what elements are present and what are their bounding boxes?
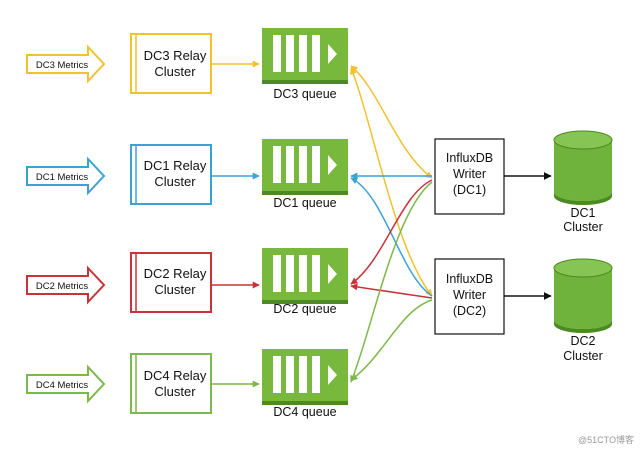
dc4-to-writer-dc2-connector — [350, 299, 433, 381]
db-dc1-cylinder-icon — [553, 130, 613, 205]
dc2-relay-cluster: DC2 Relay Cluster — [130, 252, 212, 313]
writer-dc2-line1: InfluxDB — [446, 272, 493, 286]
dc2-relay-line2: Cluster — [154, 282, 196, 297]
row-dc2: DC2 Metrics DC2 Relay Cluster DC2 queue — [26, 248, 348, 316]
db-dc2-line2: Cluster — [563, 349, 603, 363]
dc4-queue-label: DC4 queue — [273, 405, 336, 419]
watermark: @51CTO博客 — [578, 434, 634, 445]
writer-dc1-line2: Writer — [453, 167, 486, 181]
dc4-queue-icon — [262, 349, 348, 405]
dc1-relay-line1: DC1 Relay — [144, 158, 207, 173]
dc2-metrics-arrow — [26, 265, 106, 305]
dc2-queue-icon — [262, 248, 348, 304]
dc3-metrics-arrow — [26, 44, 106, 84]
dc3-to-writer-dc1-connector — [350, 65, 433, 179]
dc4-relay-line2: Cluster — [154, 384, 196, 399]
dc3-to-writer-dc2-connector — [350, 67, 433, 297]
dc4-relay-cluster: DC4 Relay Cluster — [130, 353, 212, 414]
dc4-relay-line1: DC4 Relay — [144, 368, 207, 383]
writer-dc1-line1: InfluxDB — [446, 151, 493, 165]
writer-dc2-box: InfluxDB Writer (DC2) — [434, 258, 505, 335]
writer-dc2-line3: (DC2) — [453, 304, 486, 318]
dc2-metrics-label: DC2 Metrics — [36, 281, 89, 292]
dc1-queue-label: DC1 queue — [273, 196, 336, 210]
dc1-relay-cluster: DC1 Relay Cluster — [130, 144, 212, 205]
dc3-relay-line2: Cluster — [154, 64, 196, 79]
queue-writer-connectors — [350, 65, 433, 383]
dc2-to-writer-dc2-connector — [350, 283, 433, 299]
dc2-queue-label: DC2 queue — [273, 302, 336, 316]
dc1-metrics-label: DC1 Metrics — [36, 172, 89, 183]
dc4-to-writer-dc1-connector — [350, 181, 433, 383]
writer-dc1-box: InfluxDB Writer (DC1) — [434, 138, 505, 215]
row-dc4: DC4 Metrics DC4 Relay Cluster DC4 queue — [26, 349, 348, 419]
dc3-metrics-label: DC3 Metrics — [36, 60, 89, 71]
dc3-queue-label: DC3 queue — [273, 87, 336, 101]
writer-dc1-line3: (DC1) — [453, 183, 486, 197]
dc4-metrics-arrow — [26, 364, 106, 404]
dc3-queue-icon — [262, 28, 348, 84]
db-dc1-line2: Cluster — [563, 220, 603, 234]
dc4-metrics-label: DC4 Metrics — [36, 380, 89, 391]
db-dc2-line1: DC2 — [570, 334, 595, 348]
dc1-relay-line2: Cluster — [154, 174, 196, 189]
db-dc1-line1: DC1 — [570, 206, 595, 220]
dc2-to-writer-dc1-connector — [350, 179, 433, 285]
dc2-relay-line1: DC2 Relay — [144, 266, 207, 281]
dc3-relay-cluster: DC3 Relay Cluster — [130, 33, 212, 94]
dc3-relay-line1: DC3 Relay — [144, 48, 207, 63]
row-dc3: DC3 Metrics DC3 Relay Cluster DC3 queue — [26, 28, 348, 101]
row-dc1: DC1 Metrics DC1 Relay Cluster DC1 queue — [26, 139, 348, 210]
dc1-metrics-arrow — [26, 156, 106, 196]
db-dc2-cylinder-icon — [553, 258, 613, 333]
dc1-queue-icon — [262, 139, 348, 195]
writer-dc2-line2: Writer — [453, 288, 486, 302]
dc1-to-writer-dc2-connector — [350, 177, 433, 297]
